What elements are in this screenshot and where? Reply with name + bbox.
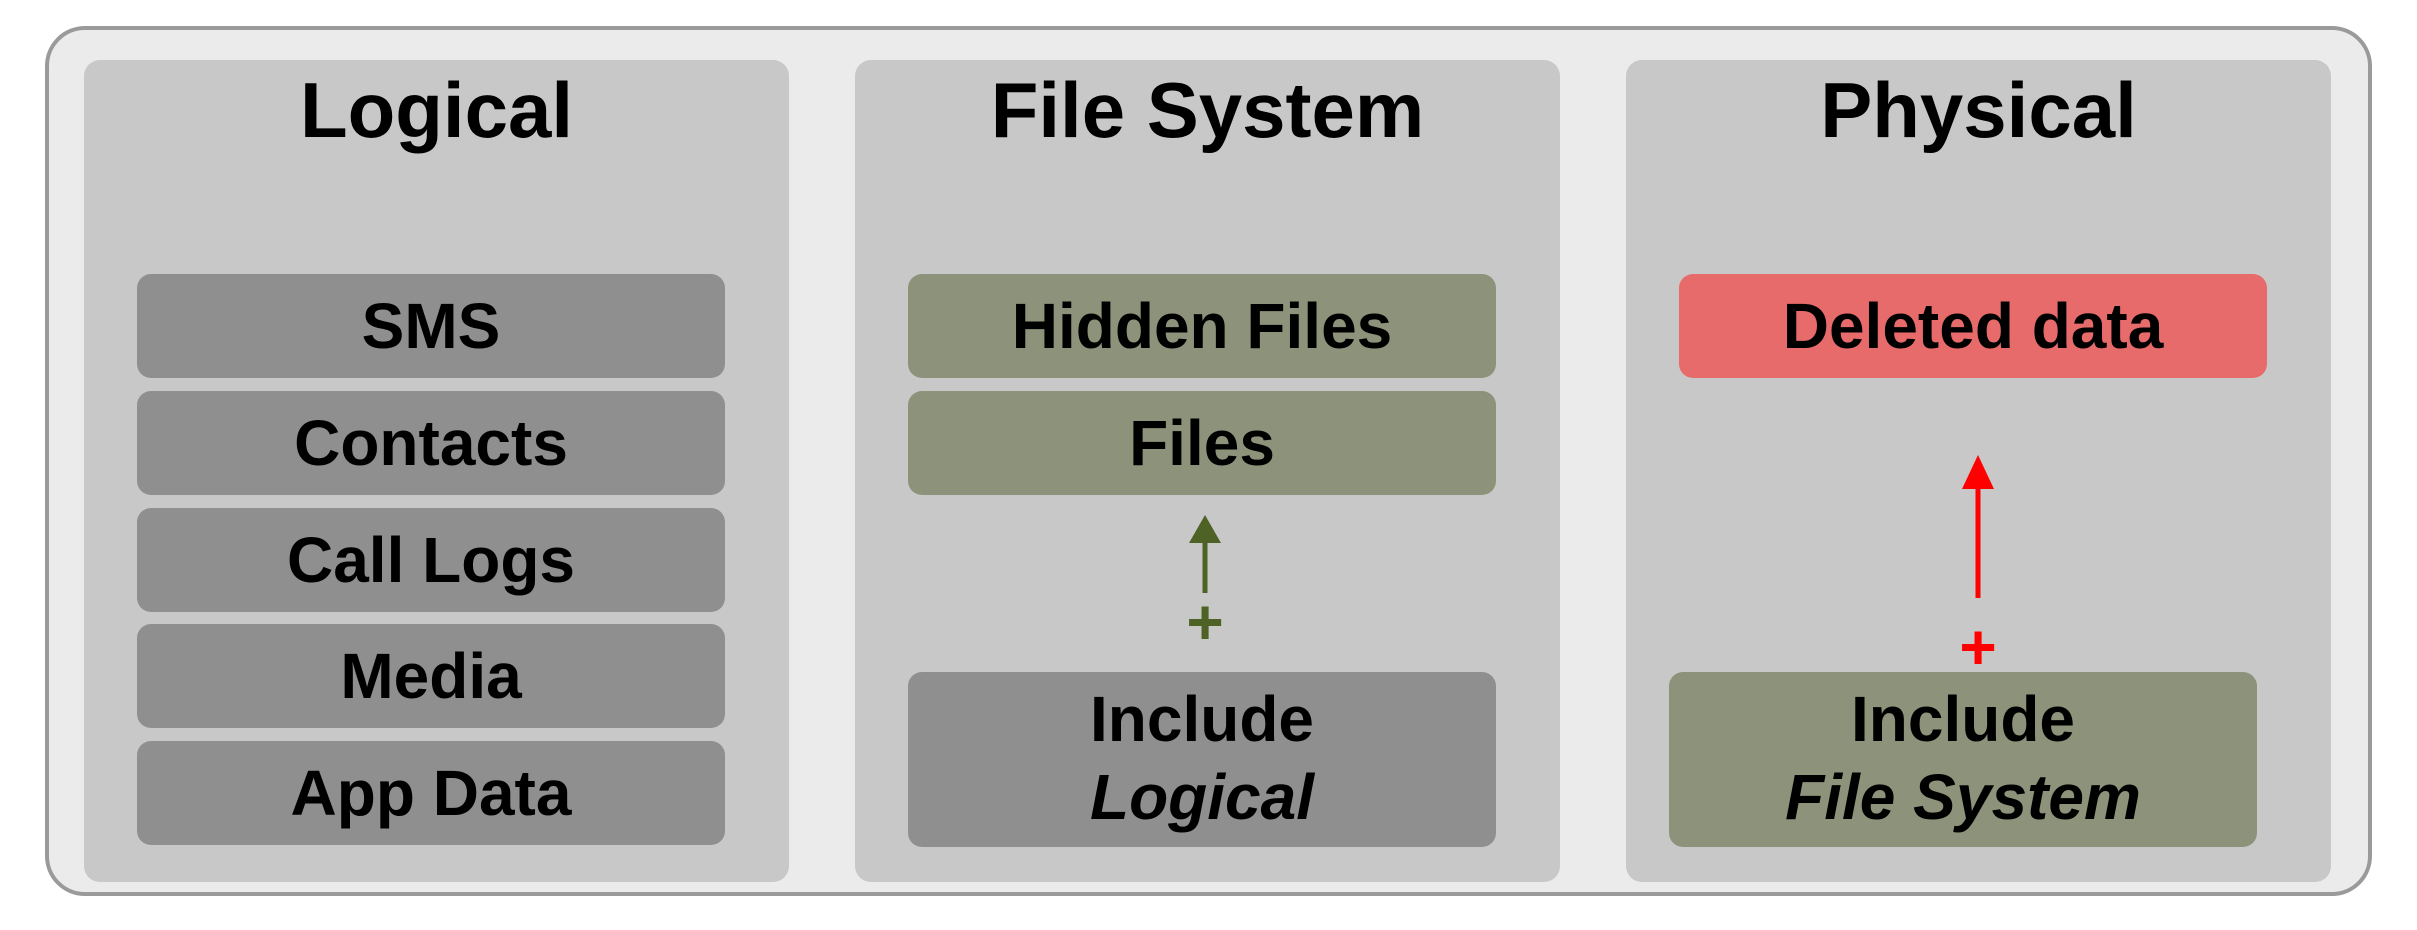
include-target-logical: Logical xyxy=(1089,761,1315,833)
panel-file-system: File System Hidden Files Files + Include… xyxy=(855,60,1560,882)
plus-sign-red: + xyxy=(1959,611,1997,683)
item-media: Media xyxy=(137,624,725,728)
item-app-data: App Data xyxy=(137,741,725,845)
panel-title-file-system: File System xyxy=(990,66,1425,154)
panel-title-physical: Physical xyxy=(1820,66,2137,154)
panel-title-logical: Logical xyxy=(299,66,574,154)
plus-sign-green: + xyxy=(1186,586,1224,658)
item-hidden-files: Hidden Files xyxy=(908,274,1496,378)
include-logical-box: Include Logical xyxy=(908,672,1496,847)
panel-logical: Logical SMS Contacts Call Logs Media App… xyxy=(84,60,789,882)
include-target-file-system: File System xyxy=(1785,761,2141,833)
panel-physical: Physical Deleted data + Include File Sys… xyxy=(1626,60,2331,882)
item-call-logs: Call Logs xyxy=(137,508,725,612)
include-label: Include xyxy=(1850,683,2076,755)
item-deleted-data: Deleted data xyxy=(1679,274,2267,378)
up-arrow-red-icon xyxy=(1962,455,1994,598)
include-label: Include xyxy=(1089,683,1315,755)
item-contacts: Contacts xyxy=(137,391,725,495)
item-files: Files xyxy=(908,391,1496,495)
item-sms: SMS xyxy=(137,274,725,378)
include-file-system-box: Include File System xyxy=(1669,672,2257,847)
up-arrow-green-icon xyxy=(1189,515,1221,593)
